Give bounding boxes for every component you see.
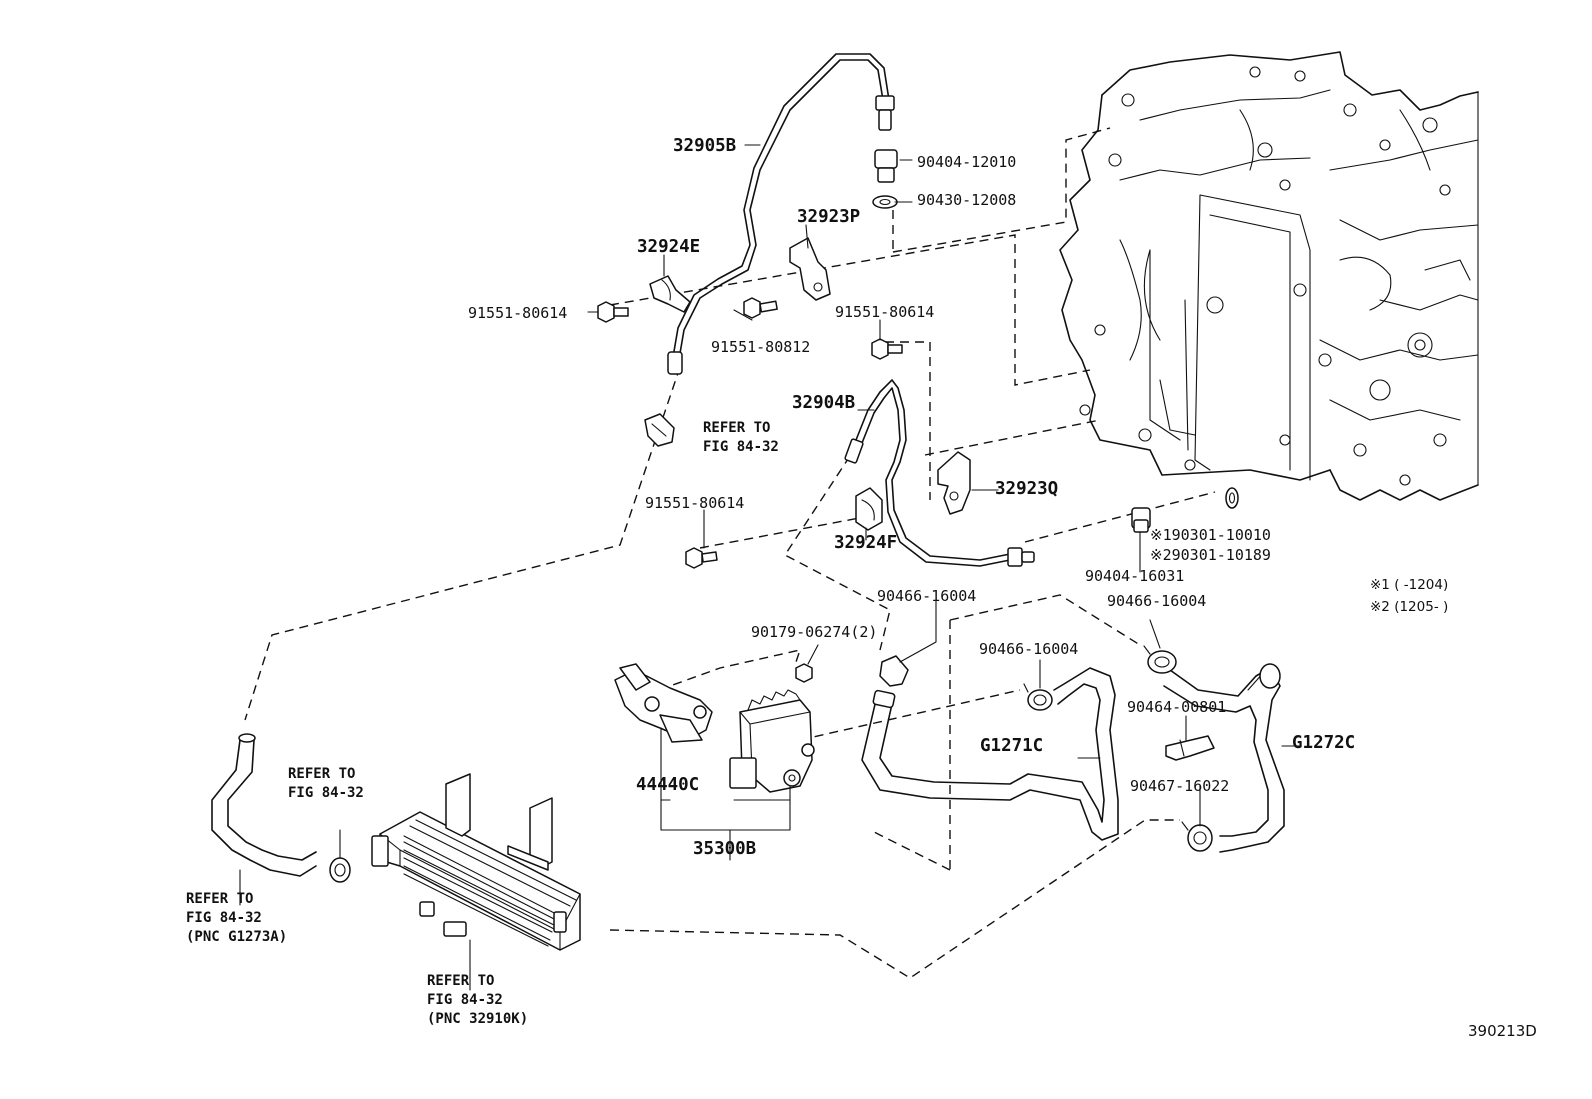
label-g1271c: G1271C (980, 736, 1043, 756)
label-90404-16031: 90404-16031 (1085, 567, 1184, 585)
leader-lines (244, 127, 1216, 979)
bolt-91551-80614-c (685, 547, 718, 569)
bolt-91551-80614-a (597, 301, 629, 323)
part-labels: 32905B 90404-12010 90430-12008 32923P 32… (468, 136, 1355, 859)
refer-4-line-2: FIG 84-32 (427, 992, 503, 1008)
bracket-32923p (789, 237, 831, 301)
clamp-32924f (855, 487, 883, 531)
label-32904b: 32904B (792, 393, 855, 413)
label-90466-16004-a: 90466-16004 (877, 587, 976, 605)
label-290301-10189: ※290301-10189 (1150, 546, 1271, 564)
hose-clamp-90466-16004-b (1023, 683, 1053, 711)
refer-3-line-2: FIG 84-32 (186, 910, 262, 926)
union-90404-16031 (1131, 507, 1151, 533)
bolt-91551-80812 (743, 297, 778, 319)
gasket-90430-12008 (872, 195, 898, 209)
refer-2-line-1: REFER TO (288, 766, 355, 782)
note-1: ※1 ( -1204) (1370, 577, 1448, 593)
label-91551-80614-a: 91551-80614 (468, 304, 567, 322)
gasket-190301-290301 (1225, 487, 1239, 509)
label-91551-80614-c: 91551-80614 (645, 494, 744, 512)
hose-clamp-90467-16022 (1181, 821, 1213, 852)
refer-2-line-2: FIG 84-32 (288, 785, 364, 801)
transmission-housing (1059, 51, 1479, 501)
label-90467-16022: 90467-16022 (1130, 777, 1229, 795)
label-32905b: 32905B (673, 136, 736, 156)
label-190301-10010: ※190301-10010 (1150, 526, 1271, 544)
refer-labels: REFER TO FIG 84-32 REFER TO FIG 84-32 RE… (186, 420, 779, 1027)
refer-3-line-3: (PNC G1273A) (186, 929, 287, 945)
label-90466-16004-c: 90466-16004 (1107, 592, 1206, 610)
label-90404-12010: 90404-12010 (917, 153, 1016, 171)
hose-clamp-cooler (329, 857, 351, 883)
label-90464-00801: 90464-00801 (1127, 698, 1226, 716)
oil-cooler-32910k (371, 773, 581, 951)
clamp-32924e (649, 275, 691, 313)
bolt-91551-80614-b (871, 338, 903, 360)
label-g1272c: G1272C (1292, 733, 1355, 753)
label-32924f: 32924F (834, 533, 897, 553)
refer-4-line-1: REFER TO (427, 973, 494, 989)
applicability-notes: ※1 ( -1204) ※2 (1205- ) (1370, 577, 1448, 615)
label-90430-12008: 90430-12008 (917, 191, 1016, 209)
refer-1-line-2: FIG 84-32 (703, 439, 779, 455)
refer-3-line-1: REFER TO (186, 891, 253, 907)
label-44440c: 44440C (636, 775, 699, 795)
label-91551-80614-b: 91551-80614 (835, 303, 934, 321)
oil-cooler-pipe-32904b (844, 379, 1035, 567)
union-bolt-90404-12010 (874, 149, 898, 183)
label-32924e: 32924E (637, 237, 700, 257)
refer-4-line-3: (PNC 32910K) (427, 1011, 528, 1027)
bracket-44440c (614, 663, 713, 743)
nut-90179-06274 (795, 663, 813, 683)
refer-1-line-1: REFER TO (703, 420, 770, 436)
figure-code: 390213D (1468, 1022, 1537, 1040)
hose-g1273a (211, 733, 317, 877)
label-90466-16004-b: 90466-16004 (979, 640, 1078, 658)
callout-leaders (239, 144, 1301, 991)
label-32923q: 32923Q (995, 479, 1058, 499)
oil-cooler-pipe-32905b (667, 53, 895, 375)
hose-g1271c (861, 667, 1119, 841)
hose-clip-90466-16004-a (879, 655, 909, 687)
label-32923p: 32923P (797, 207, 860, 227)
label-91551-80812: 91551-80812 (711, 338, 810, 356)
label-35300b: 35300B (693, 839, 756, 859)
label-90179-06274: 90179-06274(2) (751, 623, 877, 641)
note-2: ※2 (1205- ) (1370, 599, 1448, 615)
hose-g1272c (1163, 663, 1285, 853)
hose-clamp-90466-16004-c (1143, 645, 1177, 674)
clip-refer-fig-84-32 (644, 413, 675, 447)
bracket-32923q (937, 451, 971, 515)
thermostat-valve-35300b (729, 689, 815, 793)
clip-90464-00801 (1165, 735, 1215, 761)
